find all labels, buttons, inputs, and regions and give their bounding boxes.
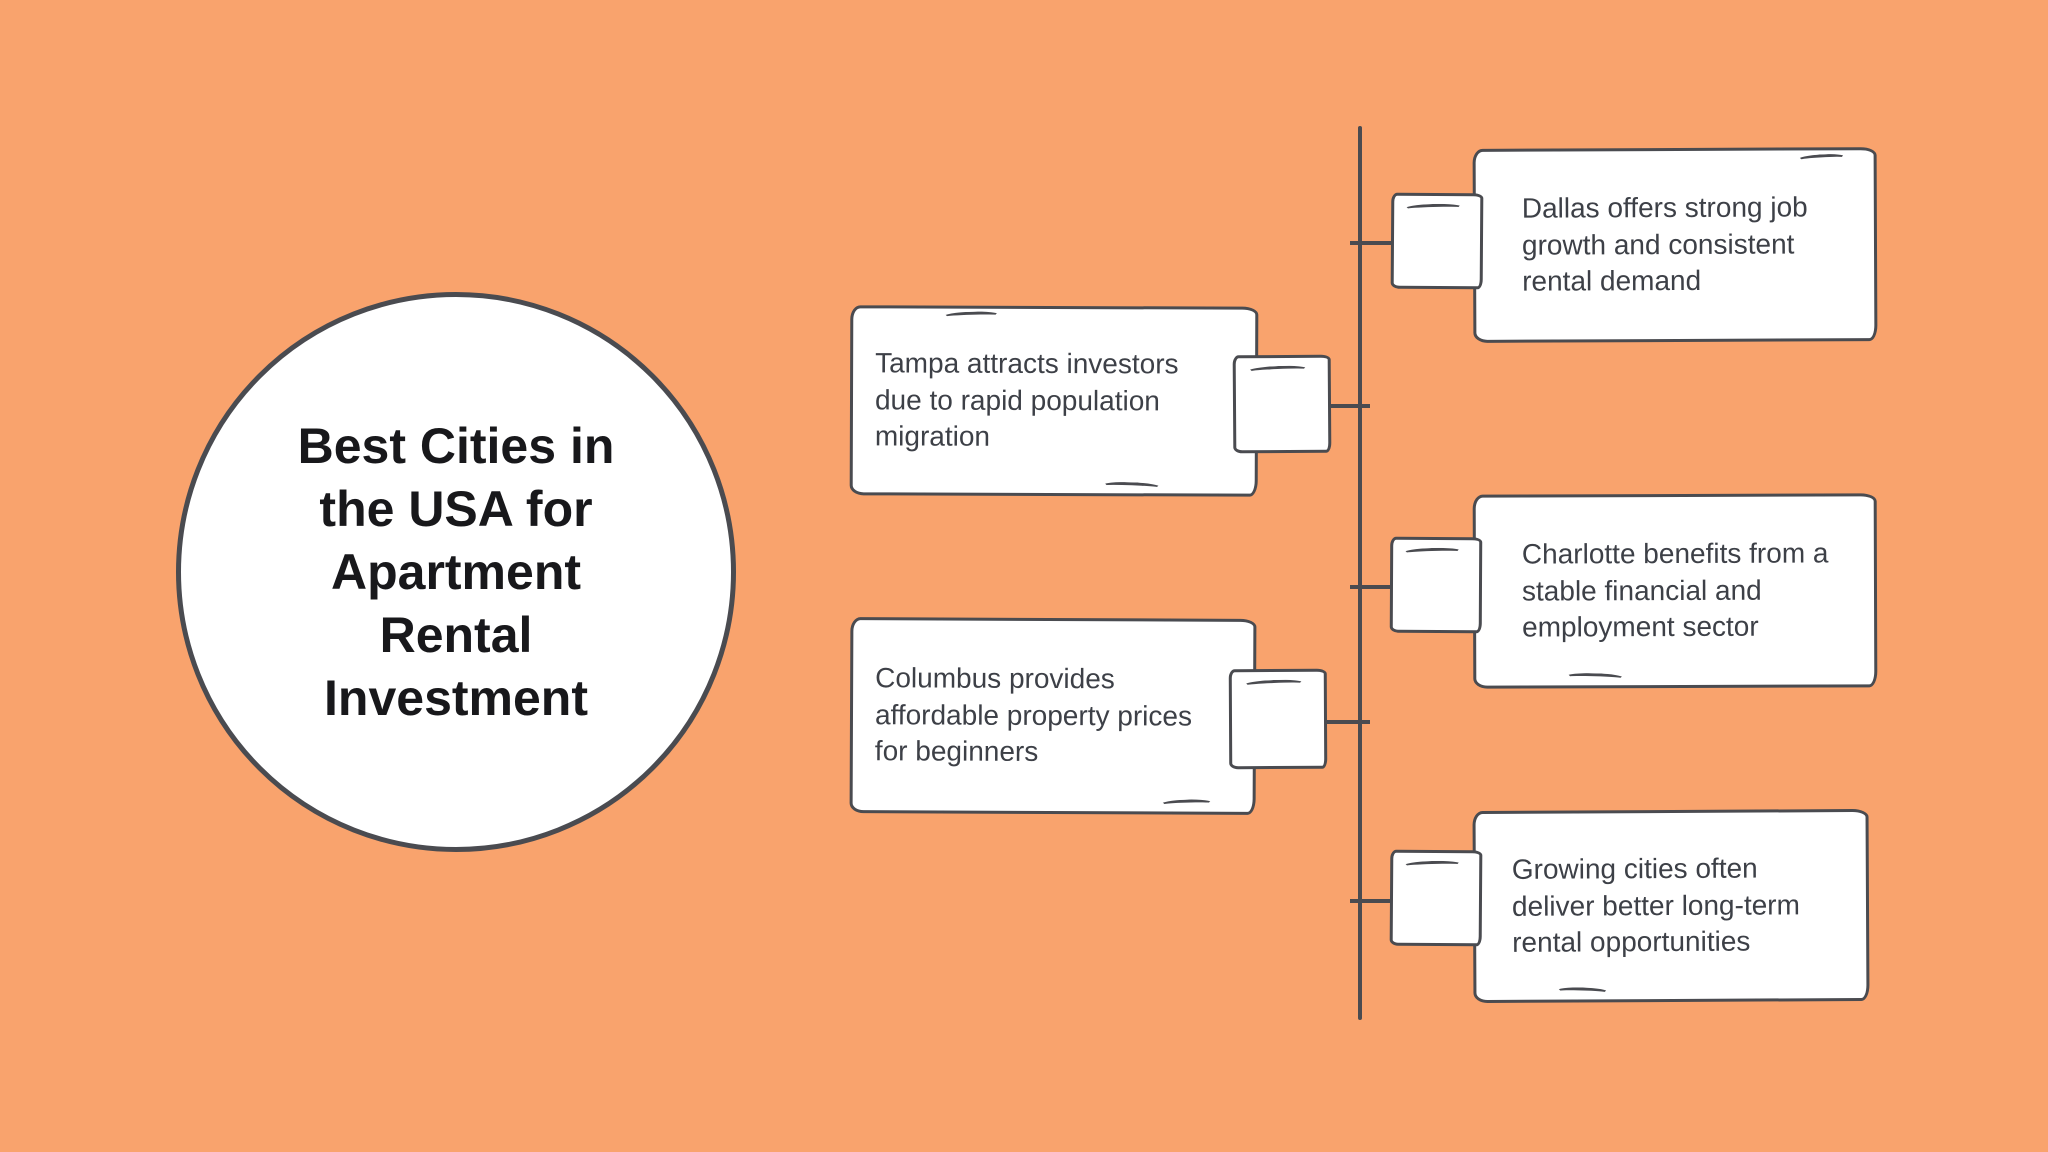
node-growing: Growing cities often deliver better long…: [1472, 808, 1870, 1004]
node-tampa: Tampa attracts investors due to rapid po…: [849, 305, 1259, 497]
sketch-mark: [1403, 860, 1462, 870]
sketch-mark: [1247, 364, 1308, 376]
sketch-mark: [1102, 481, 1161, 492]
title-line-2: the USA for: [319, 480, 593, 537]
node-growing-text: Growing cities often deliver better long…: [1511, 852, 1800, 959]
sketch-mark: [1556, 986, 1609, 997]
connector-box-tampa: [1232, 354, 1332, 454]
node-columbus-text: Columbus provides affordable property pr…: [874, 662, 1193, 768]
sketch-mark: [1243, 678, 1304, 690]
connector-columbus: [1290, 720, 1370, 724]
central-topic-title: Best Cities in the USA for Apartment Ren…: [298, 415, 615, 730]
sketch-mark: [1566, 672, 1625, 683]
title-line-5: Investment: [324, 669, 588, 726]
node-charlotte-text: Charlotte benefits from a stable financi…: [1521, 537, 1829, 643]
node-dallas: Dallas offers strong job growth and cons…: [1472, 147, 1878, 343]
sketch-mark: [1797, 153, 1846, 164]
spine-line: [1358, 126, 1362, 1020]
sketch-mark: [1404, 203, 1463, 213]
central-topic-circle: Best Cities in the USA for Apartment Ren…: [176, 292, 736, 852]
title-line-3: Apartment: [330, 543, 582, 600]
connector-box-growing: [1389, 849, 1483, 947]
node-dallas-text: Dallas offers strong job growth and cons…: [1521, 191, 1808, 297]
node-tampa-text: Tampa attracts investors due to rapid po…: [874, 347, 1179, 452]
title-line-1: Best Cities in: [297, 417, 615, 474]
connector-box-charlotte: [1389, 536, 1483, 634]
connector-box-columbus: [1228, 668, 1328, 770]
sketch-mark: [943, 310, 1000, 321]
sketch-mark: [1160, 798, 1213, 809]
node-columbus: Columbus provides affordable property pr…: [849, 617, 1257, 815]
title-line-4: Rental: [379, 606, 533, 663]
node-charlotte: Charlotte benefits from a stable financi…: [1472, 493, 1878, 689]
sketch-mark: [1403, 547, 1462, 557]
connector-box-dallas: [1390, 192, 1484, 290]
